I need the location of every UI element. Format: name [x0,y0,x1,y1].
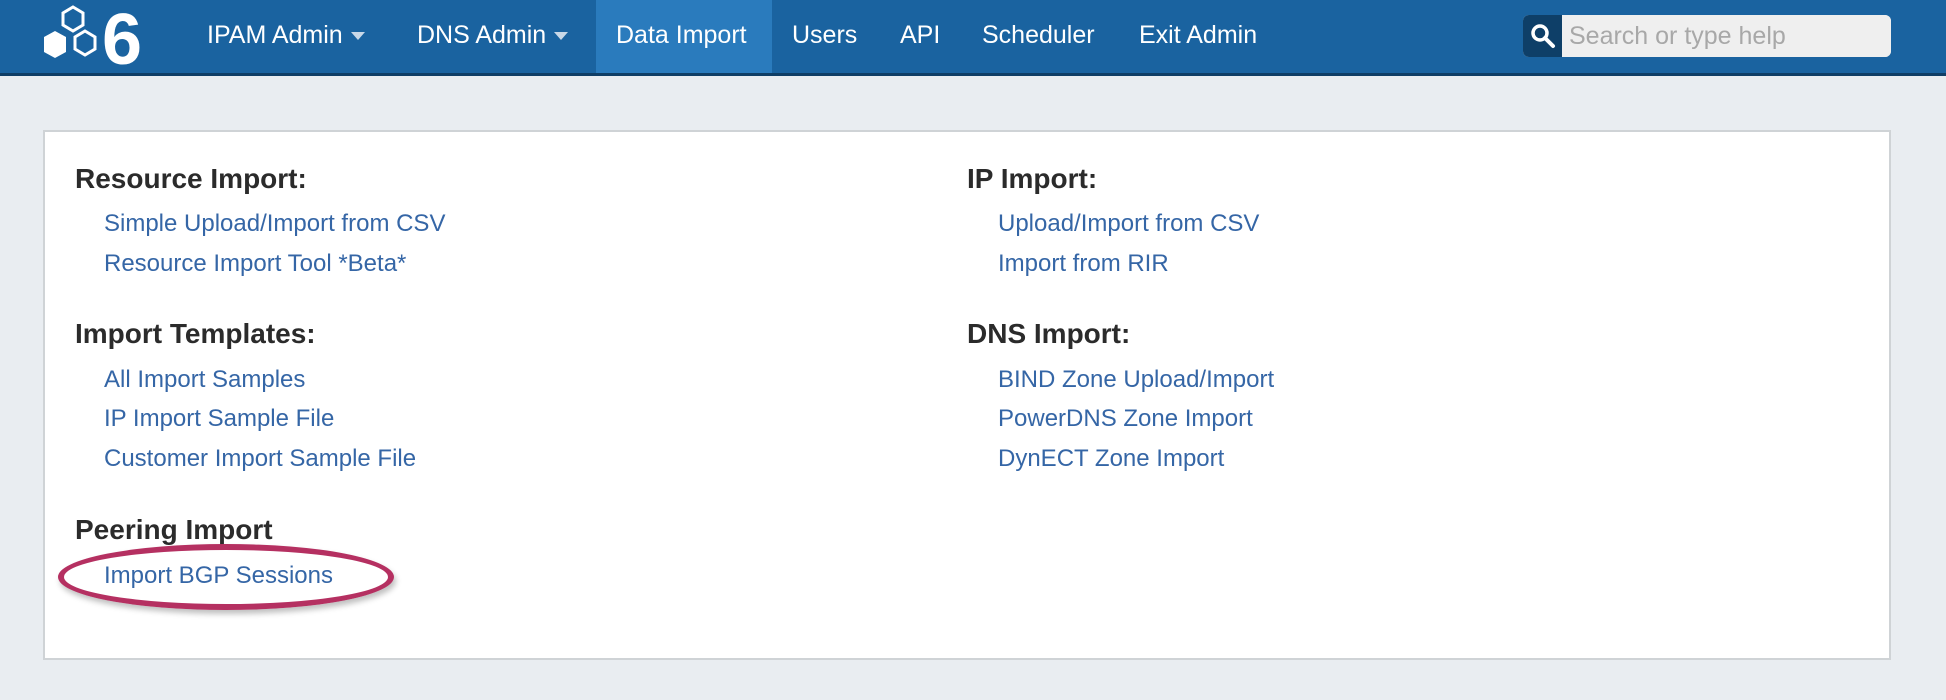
caret-down-icon [554,32,569,41]
nav-api[interactable]: API [900,21,941,49]
section-title-dns-import: DNS Import: [967,318,1131,349]
link-resource-import-tool[interactable]: Resource Import Tool *Beta* [104,250,407,277]
nav-scheduler[interactable]: Scheduler [982,21,1095,49]
link-ip-import-sample[interactable]: IP Import Sample File [104,405,335,432]
nav-ipam-admin[interactable]: IPAM Admin [187,0,385,73]
app-logo[interactable]: 6 [40,4,170,70]
nav-users[interactable]: Users [792,21,858,49]
top-navbar: 6 IPAM Admin DNS Admin Data Import Users… [0,0,1946,76]
nav-exit-admin[interactable]: Exit Admin [1139,21,1258,49]
link-bind-zone-import[interactable]: BIND Zone Upload/Import [998,366,1275,393]
search-icon[interactable] [1523,15,1562,57]
search-box [1523,15,1891,57]
svg-text:6: 6 [102,4,142,70]
highlight-ellipse-annotation [58,544,394,610]
nav-label: IPAM Admin [207,21,343,49]
link-powerdns-zone-import[interactable]: PowerDNS Zone Import [998,405,1253,432]
link-customer-import-sample[interactable]: Customer Import Sample File [104,445,417,472]
nav-label: DNS Admin [417,21,547,49]
section-title-peering-import: Peering Import [75,514,273,545]
section-title-resource-import: Resource Import: [75,163,307,194]
link-import-from-rir[interactable]: Import from RIR [998,250,1169,277]
nav-dns-admin[interactable]: DNS Admin [397,0,588,73]
nav-data-import[interactable]: Data Import [596,0,772,73]
section-title-ip-import: IP Import: [967,163,1098,194]
caret-down-icon [350,32,365,41]
section-title-import-templates: Import Templates: [75,318,316,349]
link-ip-upload-csv[interactable]: Upload/Import from CSV [998,210,1260,237]
link-simple-upload-csv[interactable]: Simple Upload/Import from CSV [104,210,446,237]
search-input[interactable] [1562,15,1891,57]
link-dynect-zone-import[interactable]: DynECT Zone Import [998,445,1225,472]
link-all-import-samples[interactable]: All Import Samples [104,366,306,393]
